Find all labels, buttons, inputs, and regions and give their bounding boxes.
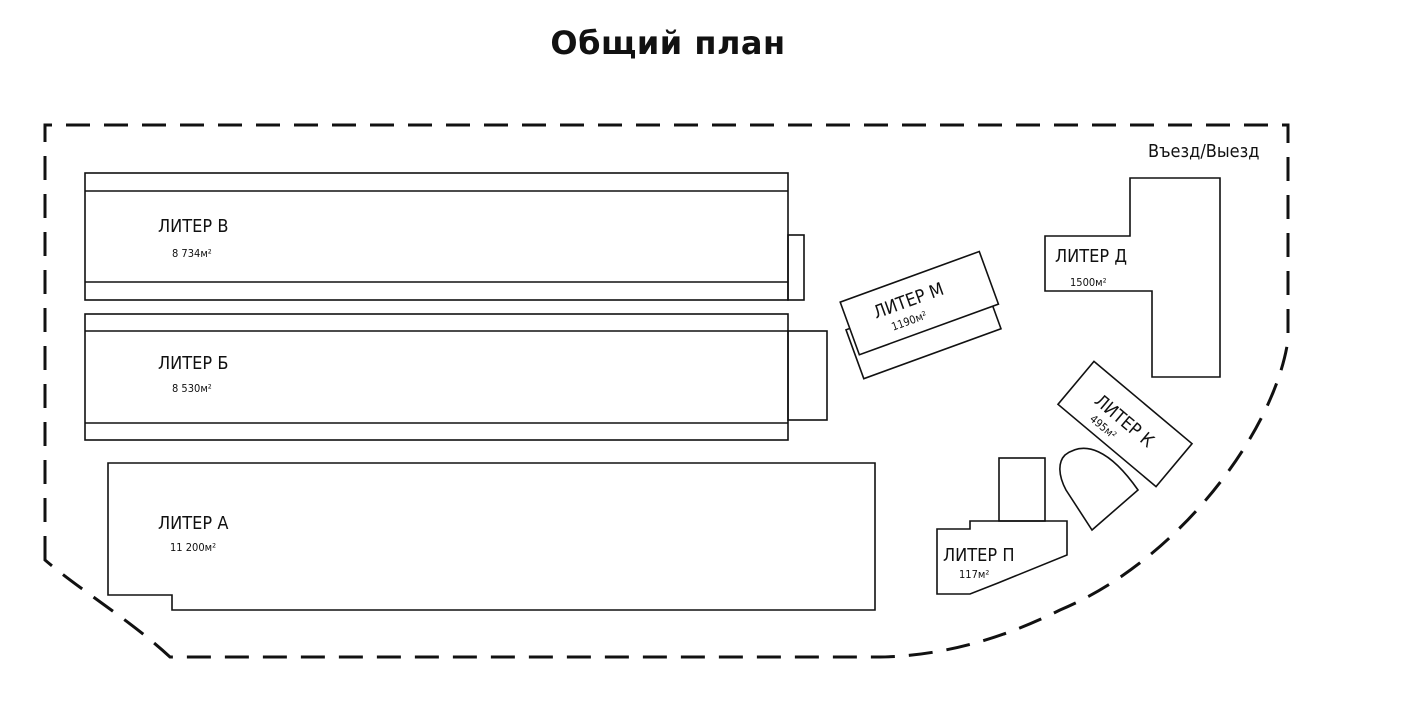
entrance-label: Въезд/Выезд: [1148, 141, 1259, 162]
building-liter-a: ЛИТЕР А 11 200м²: [107, 462, 876, 611]
liter-p-area: 117м²: [959, 568, 989, 581]
liter-a-name: ЛИТЕР А: [158, 513, 228, 534]
liter-d-name: ЛИТЕР Д: [1055, 246, 1127, 267]
liter-b-name: ЛИТЕР Б: [158, 353, 228, 374]
liter-v-name: ЛИТЕР В: [158, 216, 228, 237]
building-liter-v: ЛИТЕР В 8 734м²: [84, 172, 805, 301]
building-liter-k: ЛИТЕР К 495м²: [1056, 360, 1194, 488]
building-liter-d: ЛИТЕР Д 1500м²: [1044, 177, 1221, 378]
building-liter-p: ЛИТЕР П 117м²: [936, 457, 1068, 595]
building-liter-b: ЛИТЕР Б 8 530м²: [84, 313, 828, 441]
liter-b-area: 8 530м²: [172, 382, 212, 395]
building-liter-m: ЛИТЕР М 1190м²: [839, 250, 1003, 380]
site-boundary: [43, 123, 1290, 659]
liter-a-area: 11 200м²: [170, 541, 216, 554]
dome-structure: [1059, 447, 1140, 532]
page-title: Общий план: [550, 24, 786, 62]
liter-p-name: ЛИТЕР П: [943, 545, 1015, 566]
liter-d-area: 1500м²: [1070, 276, 1107, 289]
liter-v-area: 8 734м²: [172, 247, 212, 260]
